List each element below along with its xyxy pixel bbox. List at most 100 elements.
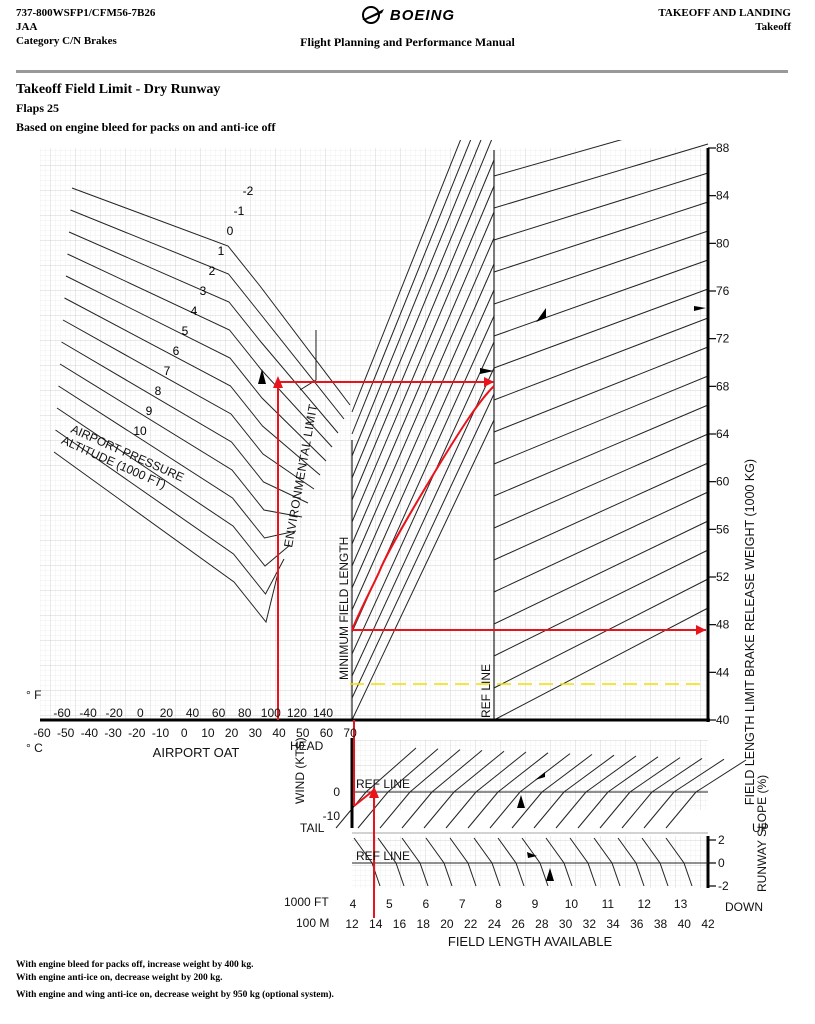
altitude-curve-label: 3 bbox=[200, 284, 207, 298]
slope-tick-label: -2 bbox=[718, 879, 729, 893]
altitude-curve-label: 0 bbox=[227, 224, 234, 238]
field-length-ft-tick: 4 bbox=[350, 897, 357, 911]
weight-tick-label: 52 bbox=[716, 570, 730, 584]
wind-headwind-line bbox=[541, 754, 593, 793]
field-length-ft-tick: 7 bbox=[459, 897, 466, 911]
weight-tick-label: 48 bbox=[716, 618, 730, 632]
weight-correction-line bbox=[351, 263, 495, 589]
weight-guide-line bbox=[493, 462, 709, 561]
oat-f-tick-label: 0 bbox=[137, 706, 144, 720]
authority: JAA bbox=[16, 21, 38, 33]
example-weight-curve bbox=[351, 385, 495, 631]
wind-tailwind-line bbox=[621, 791, 653, 829]
oat-f-tick-label: -60 bbox=[53, 706, 71, 720]
wind-tailwind-line bbox=[577, 791, 609, 829]
weight-tick-label: 44 bbox=[716, 665, 730, 679]
slope-grid bbox=[352, 836, 708, 888]
wind-headwind-line bbox=[475, 751, 527, 793]
weight-guide-line bbox=[493, 143, 709, 209]
oat-c-tick-label: -30 bbox=[104, 726, 122, 740]
field-length-axis-label: FIELD LENGTH AVAILABLE bbox=[448, 934, 613, 949]
oat-c-tick-label: 60 bbox=[320, 726, 334, 740]
direction-arrow-icon bbox=[527, 852, 537, 858]
basis-note: Based on engine bleed for packs on and a… bbox=[16, 120, 276, 134]
wind-tailwind-line bbox=[489, 791, 521, 829]
arrowhead-up-icon bbox=[369, 786, 379, 798]
altitude-curve-label: 1 bbox=[218, 244, 225, 258]
weight-tick-label: 88 bbox=[716, 141, 730, 155]
weight-tick-label: 64 bbox=[716, 427, 730, 441]
weight-tick-label: 40 bbox=[716, 713, 730, 727]
weight-tick-label: 76 bbox=[716, 284, 730, 298]
field-length-m-tick: 14 bbox=[369, 917, 383, 931]
fahrenheit-unit: ° F bbox=[26, 688, 41, 702]
slope-tick-label: 0 bbox=[718, 856, 725, 870]
altitude-curve bbox=[65, 275, 327, 462]
altitude-curve-label: 5 bbox=[182, 324, 189, 338]
oat-c-tick-label: -10 bbox=[152, 726, 170, 740]
weight-correction-line bbox=[351, 140, 482, 457]
weight-guide-line bbox=[493, 288, 709, 369]
wind-headwind-line bbox=[651, 757, 703, 793]
weight-guide-line bbox=[493, 520, 709, 625]
oat-c-tick-label: -60 bbox=[33, 726, 51, 740]
wind-tailwind-line bbox=[643, 791, 675, 829]
field-length-m-tick: 20 bbox=[440, 917, 454, 931]
weight-guide-line bbox=[493, 491, 709, 593]
page-title: Takeoff Field Limit - Dry Runway bbox=[16, 82, 221, 97]
wind-tailwind-line bbox=[401, 791, 433, 829]
field-length-m-unit: 100 M bbox=[296, 916, 329, 930]
wind-headwind-line bbox=[607, 756, 659, 793]
altitude-curve bbox=[61, 341, 309, 504]
direction-arrow-icon bbox=[480, 368, 494, 374]
oat-c-tick-label: 40 bbox=[272, 726, 286, 740]
direction-arrow-icon bbox=[536, 308, 546, 322]
field-length-m-tick: 42 bbox=[701, 917, 715, 931]
altitude-curve-label: 7 bbox=[164, 364, 171, 378]
note-packs-off: With engine bleed for packs off, increas… bbox=[16, 960, 254, 970]
oat-f-tick-label: 120 bbox=[287, 706, 307, 720]
example-wind-segment bbox=[353, 789, 375, 807]
oat-c-tick-label: 70 bbox=[343, 726, 357, 740]
wind-tick-label: -10 bbox=[323, 809, 341, 823]
wind-tailwind-line bbox=[599, 791, 631, 829]
wind-tailwind-line bbox=[423, 791, 455, 829]
weight-correction-line bbox=[351, 140, 472, 435]
field-length-m-tick: 24 bbox=[488, 917, 502, 931]
direction-indicators bbox=[258, 306, 706, 881]
wind-headwind-line bbox=[695, 759, 747, 793]
weight-correction-line bbox=[351, 140, 462, 413]
altitude-curve bbox=[67, 253, 333, 448]
oat-f-tick-label: 100 bbox=[261, 706, 281, 720]
weight-tick-label: 60 bbox=[716, 475, 730, 489]
weight-correction-line bbox=[351, 185, 495, 523]
wind-tailwind-line bbox=[665, 791, 697, 829]
header-divider bbox=[16, 70, 788, 73]
section-title: TAKEOFF AND LANDING bbox=[658, 7, 791, 19]
oat-f-tick-label: -40 bbox=[79, 706, 97, 720]
oat-c-tick-label: -50 bbox=[57, 726, 75, 740]
field-length-m-tick: 34 bbox=[606, 917, 620, 931]
weight-guide-line bbox=[493, 201, 709, 273]
field-length-ft-tick: 12 bbox=[638, 897, 652, 911]
altitude-curve-label: 4 bbox=[191, 304, 198, 318]
arrowhead-right-icon bbox=[484, 377, 494, 387]
altitude-curve bbox=[70, 209, 345, 420]
note-wing-anti-ice: With engine and wing anti-ice on, decrea… bbox=[16, 990, 334, 1000]
example-path bbox=[277, 381, 706, 918]
weight-correction-line bbox=[351, 393, 495, 699]
field-length-ft-tick: 5 bbox=[386, 897, 393, 911]
altitude-curve bbox=[62, 319, 315, 490]
field-length-ft-tick: 8 bbox=[495, 897, 502, 911]
weight-correction-line bbox=[351, 211, 495, 545]
weight-guide-line bbox=[493, 346, 709, 433]
oat-c-tick-label: 0 bbox=[181, 726, 188, 740]
field-length-m-tick: 22 bbox=[464, 917, 478, 931]
manual-title: Flight Planning and Performance Manual bbox=[300, 35, 515, 49]
field-length-m-tick: 12 bbox=[345, 917, 359, 931]
field-length-ft-tick: 10 bbox=[565, 897, 579, 911]
weight-guide-line bbox=[493, 433, 709, 529]
flap-setting: Flaps 25 bbox=[16, 101, 60, 115]
brake-category: Category C/N Brakes bbox=[16, 35, 117, 47]
